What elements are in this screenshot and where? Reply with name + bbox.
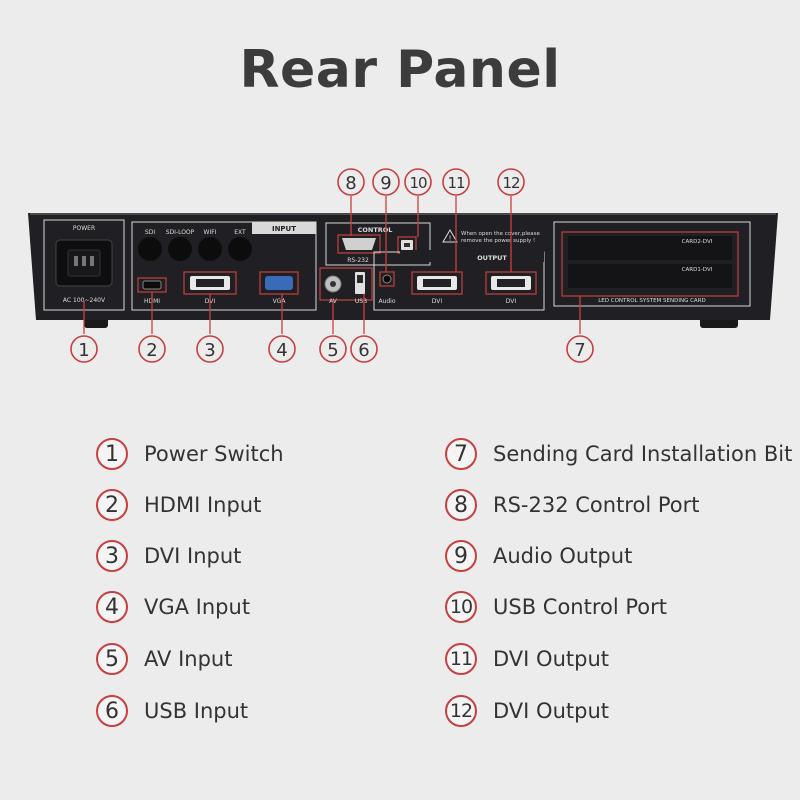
page-title: Rear Panel: [239, 40, 561, 100]
callout-markers: 1 2 3 4 5 6 7 8 9 10 11 12: [70, 168, 594, 363]
callout-5: 5: [319, 335, 347, 363]
callout-6: 6: [350, 335, 378, 363]
wifi-port-cover: [198, 237, 222, 261]
input-section-label: INPUT: [272, 225, 296, 233]
callout-12: 12: [497, 168, 525, 196]
callout-9: 9: [372, 168, 400, 196]
callout-number-11: 11: [447, 174, 465, 192]
callout-1: 1: [70, 335, 98, 363]
legend-number: 5: [96, 643, 128, 675]
warning-line-1: When open the cover,please: [461, 231, 540, 237]
ext-port-cover: [228, 237, 252, 261]
warning-icon: [442, 229, 458, 243]
legend-label: USB Control Port: [493, 595, 667, 619]
legend-number: 12: [445, 695, 477, 727]
legend-number: 3: [96, 540, 128, 572]
legend-item-7: 7 Sending Card Installation Bit: [445, 436, 792, 472]
sdi-port-cover: [138, 237, 162, 261]
control-section-label: CONTROL: [358, 226, 393, 234]
callout-number-5: 5: [327, 340, 338, 361]
legend-label: DVI Output: [493, 647, 609, 671]
legend-label: USB Input: [144, 699, 249, 723]
callout-number-7: 7: [574, 340, 585, 361]
dvi-output-label-1: DVI: [432, 298, 443, 305]
callout-10: 10: [404, 168, 432, 196]
rs232-port: [342, 238, 376, 250]
legend-number: 4: [96, 591, 128, 623]
card1-label: CARD1-DVI: [682, 267, 713, 273]
legend-number: 2: [96, 489, 128, 521]
callout-lines: [83, 196, 581, 334]
sdi-loop-port-cover: [168, 237, 192, 261]
legend-label: DVI Input: [144, 544, 242, 568]
power-section-label: POWER: [73, 225, 95, 232]
legend-label: Audio Output: [493, 544, 633, 568]
legend-number: 11: [445, 643, 477, 675]
svg-text:!: !: [449, 235, 452, 243]
callout-number-3: 3: [204, 340, 215, 361]
legend-item-3: 3 DVI Input: [96, 538, 241, 574]
legend-item-2: 2 HDMI Input: [96, 487, 261, 523]
callout-number-6: 6: [358, 340, 369, 361]
sending-card-label: LED CONTROL SYSTEM SENDING CARD: [598, 298, 706, 304]
legend-number: 9: [445, 540, 477, 572]
legend-label: HDMI Input: [144, 493, 262, 517]
callout-3: 3: [196, 335, 224, 363]
legend-number: 6: [96, 695, 128, 727]
wifi-label: WIFI: [204, 229, 217, 236]
callout-number-2: 2: [146, 340, 157, 361]
legend-item-6: 6 USB Input: [96, 693, 248, 729]
usb-input-label: USB: [355, 298, 367, 305]
input-section-frame: [131, 221, 317, 311]
sdi-loop-label: SDI-LOOP: [166, 229, 195, 236]
sending-card-frame: [553, 221, 751, 307]
card2-label: CARD2-DVI: [682, 239, 713, 245]
audio-label: Audio: [378, 298, 395, 305]
legend-item-5: 5 AV Input: [96, 641, 232, 677]
vga-port: [265, 276, 293, 290]
legend-number: 1: [96, 438, 128, 470]
output-section-label: OUTPUT: [477, 254, 507, 262]
callout-number-12: 12: [502, 174, 520, 192]
card-slot-1: [568, 264, 732, 288]
callout-number-9: 9: [380, 173, 391, 194]
vga-label: VGA: [273, 298, 287, 305]
legend-number: 7: [445, 438, 477, 470]
legend-item-10: 10 USB Control Port: [445, 589, 667, 625]
legend-number: 10: [445, 591, 477, 623]
callout-number-10: 10: [409, 174, 427, 192]
legend-item-1: 1 Power Switch: [96, 436, 284, 472]
legend-label: DVI Output: [493, 699, 609, 723]
sdi-label: SDI: [145, 229, 155, 236]
legend-number: 8: [445, 489, 477, 521]
legend-item-12: 12 DVI Output: [445, 693, 609, 729]
warning-line-2: remove the power supply !: [461, 238, 535, 244]
control-section-frame: [325, 222, 431, 266]
callout-8: 8: [337, 168, 365, 196]
ext-label: EXT: [234, 229, 246, 236]
callout-7: 7: [566, 335, 594, 363]
legend-label: VGA Input: [144, 595, 251, 619]
legend-label: Power Switch: [144, 442, 284, 466]
legend-item-8: 8 RS-232 Control Port: [445, 487, 699, 523]
audio-jack: [382, 274, 392, 284]
card-slot-2: [568, 236, 732, 260]
legend-label: AV Input: [144, 647, 233, 671]
callout-4: 4: [268, 335, 296, 363]
legend-item-9: 9 Audio Output: [445, 538, 632, 574]
legend-label: Sending Card Installation Bit: [493, 442, 793, 466]
legend-item-11: 11 DVI Output: [445, 641, 609, 677]
callout-number-1: 1: [78, 340, 89, 361]
callout-number-4: 4: [276, 340, 287, 361]
legend-label: RS-232 Control Port: [493, 493, 700, 517]
hdmi-port: [142, 280, 162, 290]
callout-2: 2: [138, 335, 166, 363]
legend-item-4: 4 VGA Input: [96, 589, 250, 625]
callout-11: 11: [442, 168, 470, 196]
dvi-output-label-2: DVI: [506, 298, 517, 305]
callout-number-8: 8: [345, 173, 356, 194]
rs232-label: RS-232: [347, 257, 369, 264]
